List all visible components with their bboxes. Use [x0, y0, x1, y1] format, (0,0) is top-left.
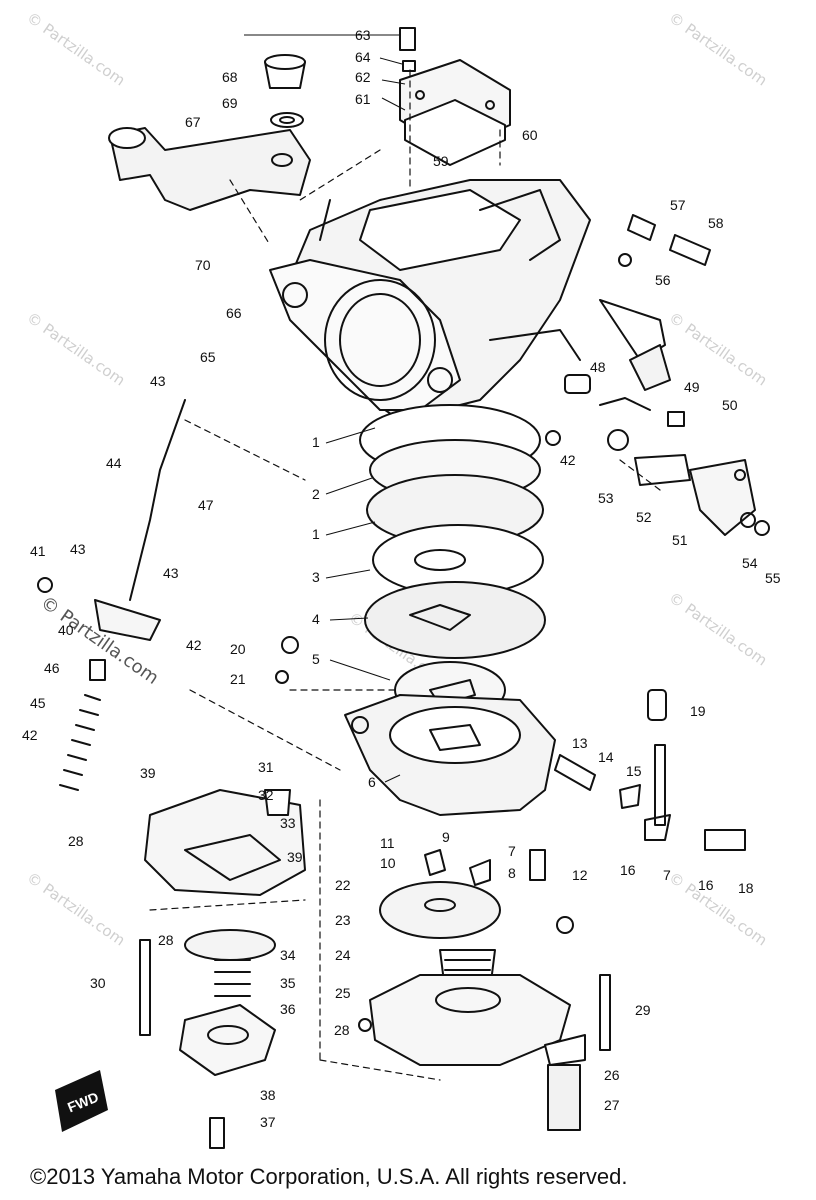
callout-label: 6 [368, 774, 376, 790]
callout-label: 62 [355, 69, 371, 85]
callout-label: 39 [287, 849, 303, 865]
callout-label: 57 [670, 197, 686, 213]
callout-label: 32 [258, 787, 274, 803]
callout-label: 26 [604, 1067, 620, 1083]
pump-body [344, 694, 556, 816]
callout-label: 43 [163, 565, 179, 581]
assembly-lines [149, 69, 661, 1081]
callout-label: 42 [560, 452, 576, 468]
callout-label: 20 [230, 641, 246, 657]
callout-label: 29 [635, 1002, 651, 1018]
callout-label: 4 [312, 611, 320, 627]
callout-label: 60 [522, 127, 538, 143]
callout-label: 46 [44, 660, 60, 676]
callout-label: 28 [334, 1022, 350, 1038]
callout-labels: 1 2 1 3 4 5 6 7 7 8 9 10 11 12 13 14 15 … [22, 27, 781, 1130]
callout-label: 51 [672, 532, 688, 548]
callout-label: 7 [508, 843, 516, 859]
callout-label: 48 [590, 359, 606, 375]
callout-label: 67 [185, 114, 201, 130]
callout-label: 36 [280, 1001, 296, 1017]
callout-label: 24 [335, 947, 351, 963]
callout-label: 14 [598, 749, 614, 765]
fuel-fittings [209, 636, 746, 1149]
accel-pump [139, 789, 611, 1076]
copyright-notice: ©2013 Yamaha Motor Corporation, U.S.A. A… [30, 1164, 628, 1189]
callout-label: 22 [335, 877, 351, 893]
callout-label: 15 [626, 763, 642, 779]
callout-label: 54 [742, 555, 758, 571]
callout-label: 35 [280, 975, 296, 991]
callout-label: 43 [150, 373, 166, 389]
callout-label: 2 [312, 486, 320, 502]
callout-label: 25 [335, 985, 351, 1001]
callout-label: 56 [655, 272, 671, 288]
throttle-linkage [545, 214, 770, 536]
carburetor-body [269, 179, 591, 421]
callout-label: 43 [70, 541, 86, 557]
callout-label: 13 [572, 735, 588, 751]
callout-label: 59 [433, 153, 449, 169]
float-cover [399, 27, 511, 166]
callout-label: 42 [22, 727, 38, 743]
callout-label: 55 [765, 570, 781, 586]
callout-label: 23 [335, 912, 351, 928]
callout-label: 68 [222, 69, 238, 85]
callout-label: 8 [508, 865, 516, 881]
callout-label: 21 [230, 671, 246, 687]
callout-label: 10 [380, 855, 396, 871]
callout-label: 65 [200, 349, 216, 365]
callout-label: 41 [30, 543, 46, 559]
callout-label: 28 [158, 932, 174, 948]
callout-label: 1 [312, 526, 320, 542]
callout-label: 19 [690, 703, 706, 719]
callout-label: 70 [195, 257, 211, 273]
callout-label: 50 [722, 397, 738, 413]
lower-cover [369, 849, 574, 1066]
callout-label: 3 [312, 569, 320, 585]
callout-label: 27 [604, 1097, 620, 1113]
callout-label: 53 [598, 490, 614, 506]
callout-label: 18 [738, 880, 754, 896]
callout-label: 9 [442, 829, 450, 845]
callout-label: 33 [280, 815, 296, 831]
callout-label: 49 [684, 379, 700, 395]
callout-label: 44 [106, 455, 122, 471]
callout-label: 5 [312, 651, 320, 667]
callout-label: 47 [198, 497, 214, 513]
leader-lines [244, 34, 406, 783]
forward-badge: FWD [55, 1070, 108, 1132]
callout-label: 66 [226, 305, 242, 321]
callout-label: 45 [30, 695, 46, 711]
callout-label: 58 [708, 215, 724, 231]
callout-label: 16 [620, 862, 636, 878]
callout-label: 64 [355, 49, 371, 65]
callout-label: 34 [280, 947, 296, 963]
linkage-rod [37, 399, 186, 791]
callout-label: 31 [258, 759, 274, 775]
callout-label: 39 [140, 765, 156, 781]
callout-label: 11 [380, 835, 395, 851]
callout-label: 12 [572, 867, 588, 883]
callout-label: 40 [58, 622, 74, 638]
callout-label: 28 [68, 833, 84, 849]
callout-label: 1 [312, 434, 320, 450]
callout-label: 38 [260, 1087, 276, 1103]
intake-elbow [108, 54, 311, 211]
callout-label: 37 [260, 1114, 276, 1130]
callout-label: 63 [355, 27, 371, 43]
callout-label: 7 [663, 867, 671, 883]
callout-label: 16 [698, 877, 714, 893]
callout-label: 69 [222, 95, 238, 111]
diaphragm-stack [359, 404, 546, 719]
callout-label: 42 [186, 637, 202, 653]
callout-label: 30 [90, 975, 106, 991]
callout-label: 61 [355, 91, 371, 107]
callout-label: 52 [636, 509, 652, 525]
